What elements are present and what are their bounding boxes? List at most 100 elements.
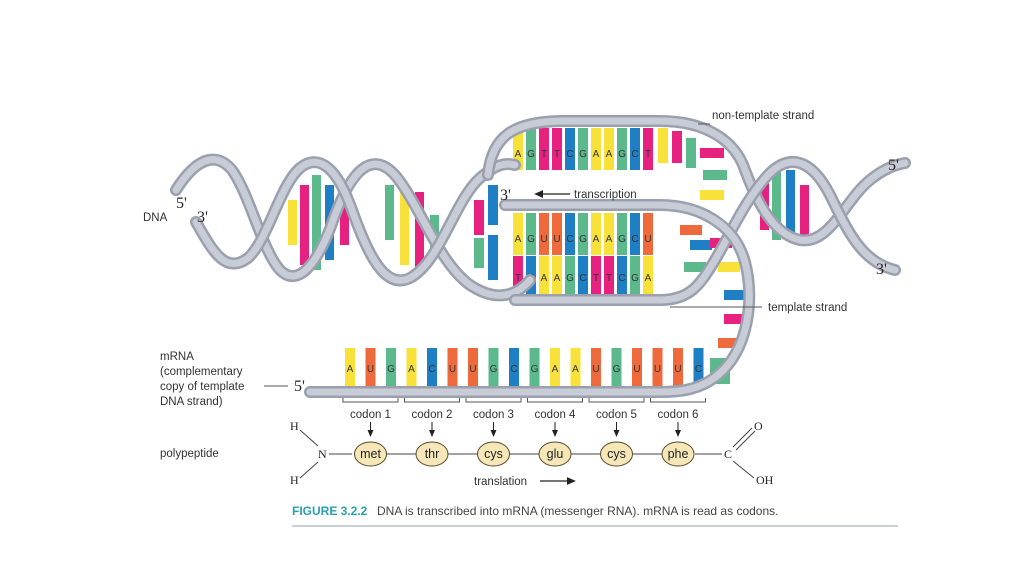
helix-rung [400, 185, 409, 265]
non_template_sequence-base-letter: T [541, 149, 547, 160]
mrna-base [365, 348, 376, 386]
mrna-base-letter: C [510, 364, 517, 375]
bond-c-oh [732, 460, 755, 479]
mrna-label-line-4: DNA strand) [160, 396, 223, 408]
dna-backbones [170, 115, 911, 398]
mrna-base [652, 348, 663, 386]
mrna_in_bubble-base [630, 213, 640, 255]
codon-label: codon 5 [596, 409, 637, 421]
bubble-wall-base [724, 314, 750, 324]
dna-label: DNA [143, 212, 168, 224]
mrna-label-line-1: mRNA [160, 351, 194, 363]
non_template_sequence-base-letter: C [566, 149, 573, 160]
bubble-wall-base [488, 235, 498, 280]
h-bottom-label: H [290, 473, 299, 487]
bond-h-top [299, 429, 319, 447]
bubble-wall-base [488, 185, 498, 225]
mrna_in_bubble-base-letter: G [527, 234, 535, 245]
mrna_in_bubble-base-letter: G [618, 234, 626, 245]
mrna-base-letter: U [592, 364, 599, 375]
template_sequence-base [513, 256, 523, 298]
mrna_in_bubble-base-letter: U [644, 234, 651, 245]
mrna-base-letter: G [531, 364, 539, 375]
mrna-base [509, 348, 519, 386]
mrna-base-letter: G [490, 364, 498, 375]
helix-rung [786, 170, 795, 240]
codon-label: codon 2 [412, 409, 453, 421]
bubble-wall-base [703, 170, 727, 180]
mrna_in_bubble-base-letter: U [540, 234, 547, 245]
non_template_sequence-base [604, 128, 614, 170]
mrna-base [632, 348, 642, 386]
mrna-label-line-3: copy of template [160, 381, 244, 393]
non_template_sequence-base-letter: A [515, 149, 522, 160]
amino-acid-label: glu [547, 447, 564, 461]
mrna_in_bubble-base [578, 213, 588, 255]
template-strand-label: template strand [768, 302, 847, 314]
codon-label: codon 4 [535, 409, 577, 421]
mrna-base-letter: U [449, 364, 456, 375]
mrna-base-letter: U [469, 364, 476, 375]
helix-rung [800, 185, 809, 240]
mrna-base-letter: U [654, 364, 661, 375]
mrna-base [345, 348, 355, 386]
non_template_sequence-base-letter: A [606, 149, 613, 160]
non_template_sequence-base-letter: A [593, 149, 600, 160]
template_sequence-base-letter: G [566, 273, 574, 284]
mrna-base [550, 348, 560, 386]
mrna-base-letter: U [633, 364, 640, 375]
mrna-base-letter: C [695, 364, 702, 375]
bubble-wall-base [474, 238, 484, 268]
codon-bracket [342, 398, 399, 403]
codon-bracket [588, 398, 645, 403]
bubble-wall-base [724, 290, 750, 300]
mrna-base [427, 348, 437, 386]
helix-rung [385, 185, 394, 240]
right-three-prime-label: 3' [876, 261, 887, 278]
codon-label: codon 3 [473, 409, 514, 421]
non_template_sequence-base-letter: G [618, 149, 626, 160]
mrna_in_bubble-base [643, 213, 653, 255]
non_template_sequence-base-letter: G [579, 149, 587, 160]
mrna_in_bubble-base [539, 213, 549, 255]
mrna-five-prime-label: 5' [294, 378, 305, 395]
non_template_sequence-base [539, 128, 549, 170]
bond-c-o-1 [732, 427, 753, 448]
right-five-prime-label: 5' [888, 157, 899, 174]
amino-acid-label: met [360, 447, 381, 461]
mrna-base [673, 348, 683, 386]
codon-label: codon 1 [350, 409, 391, 421]
template_sequence-base-letter: A [554, 273, 561, 284]
mrna_in_bubble-base [617, 213, 627, 255]
left-three-prime-label: 3' [197, 209, 208, 226]
non_template_sequence-base [591, 128, 601, 170]
non_template_sequence-base [630, 128, 640, 170]
non_template_sequence-base [565, 128, 575, 170]
mrna-three-prime-label: 3' [500, 187, 511, 204]
amino-acid-label: phe [668, 447, 689, 461]
mrna-base-letter: A [572, 364, 579, 375]
bubble-wall-base [700, 190, 724, 200]
mrna-base-letter: C [428, 364, 435, 375]
template_sequence-base [539, 256, 549, 298]
polypeptide-label: polypeptide [160, 448, 219, 460]
helix-rung [300, 185, 309, 265]
mrna_in_bubble-base [604, 213, 614, 255]
template_sequence-base-letter: A [645, 273, 652, 284]
translation-label: translation [474, 476, 527, 488]
template_sequence-base-letter: A [541, 273, 548, 284]
bubble-wall-base [684, 262, 706, 272]
amino-acid-label: cys [607, 447, 626, 461]
c-label: C [724, 447, 732, 461]
transcription-label: transcription [574, 189, 637, 201]
mrna_in_bubble-base-letter: C [566, 234, 573, 245]
template_sequence-base [643, 256, 653, 298]
helix-rung [312, 175, 321, 270]
o-label: O [754, 419, 763, 433]
mrna_in_bubble-base-letter: A [593, 234, 600, 245]
mrna_in_bubble-base [591, 213, 601, 255]
helix-rung [415, 192, 424, 267]
